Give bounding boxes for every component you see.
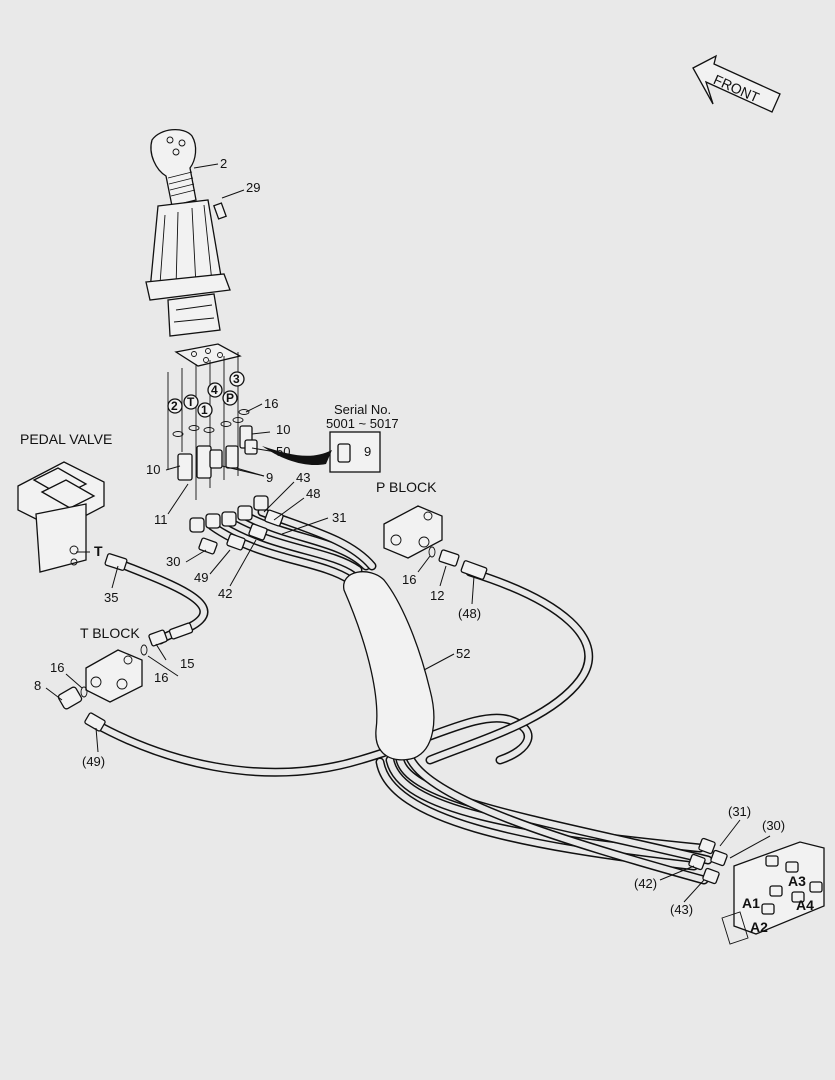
pedal-valve-title: PEDAL VALVE <box>20 431 112 447</box>
marker-p: P <box>226 391 234 405</box>
port-a1: A1 <box>742 895 760 911</box>
port-markers: 2 T 1 4 P 3 <box>167 371 245 418</box>
callout-48p: (48) <box>458 606 481 621</box>
callout-35: 35 <box>104 590 118 605</box>
callout-10a: 10 <box>276 422 290 437</box>
callout-48: 48 <box>306 486 320 501</box>
callout-29: 29 <box>246 180 260 195</box>
callout-50: 50 <box>276 444 290 459</box>
callout-12: 12 <box>430 588 444 603</box>
callout-8: 8 <box>34 678 41 693</box>
serial-inset <box>262 431 381 473</box>
misc-fittings <box>57 495 488 732</box>
port-a2: A2 <box>750 919 768 935</box>
callout-16a: 16 <box>264 396 278 411</box>
serial-label: Serial No. <box>334 402 391 417</box>
callout-2: 2 <box>220 156 227 171</box>
callout-9-inset: 9 <box>364 444 371 459</box>
callout-15: 15 <box>180 656 194 671</box>
leader-lines <box>45 163 771 903</box>
callout-31p: (31) <box>728 804 751 819</box>
marker-1: 1 <box>201 403 208 417</box>
callout-10b: 10 <box>146 462 160 477</box>
callout-43p: (43) <box>670 902 693 917</box>
joystick-lever <box>145 129 231 337</box>
callout-42p: (42) <box>634 876 657 891</box>
p-block <box>383 505 443 559</box>
callout-52: 52 <box>456 646 470 661</box>
marker-2: 2 <box>171 399 178 413</box>
serial-range: 5001 ~ 5017 <box>326 416 399 431</box>
protective-sleeve <box>343 571 435 761</box>
callout-31: 31 <box>332 510 346 525</box>
callout-9: 9 <box>266 470 273 485</box>
t-block <box>85 649 143 703</box>
callout-43: 43 <box>296 470 310 485</box>
marker-t: T <box>187 395 195 409</box>
marker-3: 3 <box>233 372 240 386</box>
callout-30: 30 <box>166 554 180 569</box>
callout-30p: (30) <box>762 818 785 833</box>
callout-11: 11 <box>154 512 168 527</box>
a-port-block <box>688 837 825 945</box>
t-block-title: T BLOCK <box>80 625 140 641</box>
front-arrow: FRONT <box>692 54 781 113</box>
callout-16c: 16 <box>154 670 168 685</box>
port-t: T <box>94 543 103 559</box>
callout-16b: 16 <box>402 572 416 587</box>
port-a3: A3 <box>788 873 806 889</box>
bolt-29 <box>213 189 245 220</box>
callout-42: 42 <box>218 586 232 601</box>
callout-49: 49 <box>194 570 208 585</box>
fittings <box>177 425 258 481</box>
pedal-valve <box>17 461 105 573</box>
o-rings <box>172 409 250 437</box>
callout-49p: (49) <box>82 754 105 769</box>
marker-4: 4 <box>211 383 218 397</box>
p-block-title: P BLOCK <box>376 479 437 495</box>
port-a4: A4 <box>796 897 814 913</box>
callout-16d: 16 <box>50 660 64 675</box>
mounting-plate <box>167 343 242 500</box>
